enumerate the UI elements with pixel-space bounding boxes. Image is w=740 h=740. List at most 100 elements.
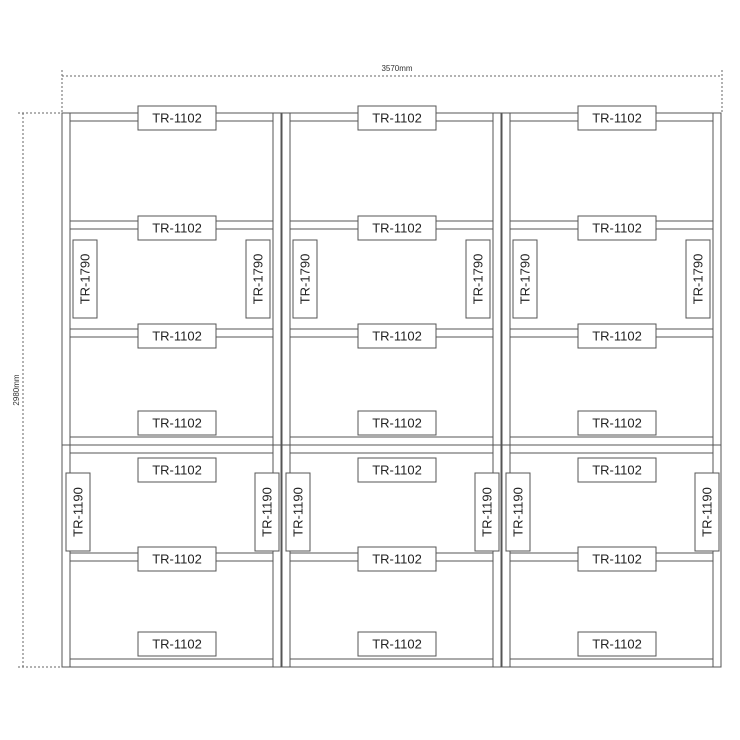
label-text: TR-1102 xyxy=(152,416,202,431)
label-text: TR-1102 xyxy=(152,111,202,126)
post-label: TR-1790 xyxy=(72,239,98,319)
label-box xyxy=(285,472,311,552)
label-text: TR-1102 xyxy=(372,637,422,652)
label-text: TR-1102 xyxy=(152,637,202,652)
label-text: TR-1790 xyxy=(471,254,486,305)
label-text: TR-1102 xyxy=(152,221,202,236)
label-text: TR-1102 xyxy=(592,221,642,236)
post-label: TR-1190 xyxy=(65,472,91,552)
label-box xyxy=(137,546,217,572)
post-label: TR-1190 xyxy=(505,472,531,552)
label-box xyxy=(137,215,217,241)
post-label: TR-1190 xyxy=(474,472,500,552)
label-text: TR-1190 xyxy=(291,487,306,537)
post-label: TR-1190 xyxy=(254,472,280,552)
label-box xyxy=(577,546,657,572)
post-label: TR-1790 xyxy=(512,239,538,319)
rail-label: TR-1102 xyxy=(137,410,217,436)
label-text: TR-1102 xyxy=(152,463,202,478)
post-label: TR-1190 xyxy=(285,472,311,552)
width-label: 3570mm xyxy=(381,64,412,73)
rail-label: TR-1102 xyxy=(137,215,217,241)
label-box xyxy=(357,631,437,657)
label-text: TR-1102 xyxy=(372,221,422,236)
rail xyxy=(509,658,714,668)
rail-label: TR-1102 xyxy=(577,105,657,131)
label-text: TR-1102 xyxy=(152,552,202,567)
rail xyxy=(509,436,714,446)
label-text: TR-1790 xyxy=(251,254,266,305)
label-box xyxy=(357,323,437,349)
label-box xyxy=(694,472,720,552)
label-box xyxy=(137,457,217,483)
height-dimension: 2980mm xyxy=(12,112,62,668)
rail-label: TR-1102 xyxy=(577,323,657,349)
label-box xyxy=(474,472,500,552)
label-box xyxy=(577,410,657,436)
rail-label: TR-1102 xyxy=(137,105,217,131)
rail xyxy=(289,444,494,454)
right-post xyxy=(492,112,502,668)
label-text: TR-1102 xyxy=(372,111,422,126)
label-box xyxy=(577,323,657,349)
label-box xyxy=(137,631,217,657)
label-box xyxy=(577,457,657,483)
rail-label: TR-1102 xyxy=(137,323,217,349)
post-label: TR-1790 xyxy=(292,239,318,319)
label-box xyxy=(577,105,657,131)
rail-label: TR-1102 xyxy=(357,631,437,657)
label-text: TR-1790 xyxy=(298,254,313,305)
label-box xyxy=(512,239,538,319)
right-post xyxy=(712,112,722,668)
label-box xyxy=(72,239,98,319)
left-post xyxy=(281,112,291,668)
label-box xyxy=(137,323,217,349)
module-2: TR-1102TR-1102TR-1102TR-1102TR-1102TR-11… xyxy=(281,105,502,668)
rail-label: TR-1102 xyxy=(137,546,217,572)
label-box xyxy=(292,239,318,319)
rail-label: TR-1102 xyxy=(357,546,437,572)
post-label: TR-1190 xyxy=(694,472,720,552)
module-1: TR-1102TR-1102TR-1102TR-1102TR-1102TR-11… xyxy=(61,105,282,668)
label-text: TR-1102 xyxy=(372,463,422,478)
height-label: 2980mm xyxy=(12,374,21,405)
rail-label: TR-1102 xyxy=(357,410,437,436)
label-box xyxy=(357,105,437,131)
label-box xyxy=(685,239,711,319)
post-label: TR-1790 xyxy=(465,239,491,319)
rail-label: TR-1102 xyxy=(357,323,437,349)
label-text: TR-1190 xyxy=(511,487,526,537)
label-box xyxy=(137,410,217,436)
label-box xyxy=(357,215,437,241)
label-text: TR-1190 xyxy=(71,487,86,537)
label-box xyxy=(577,215,657,241)
label-text: TR-1102 xyxy=(592,416,642,431)
rail-label: TR-1102 xyxy=(357,105,437,131)
post-label: TR-1790 xyxy=(685,239,711,319)
label-text: TR-1102 xyxy=(592,111,642,126)
label-box xyxy=(577,631,657,657)
label-text: TR-1102 xyxy=(592,637,642,652)
label-box xyxy=(245,239,271,319)
rail-label: TR-1102 xyxy=(137,631,217,657)
rail xyxy=(69,444,274,454)
left-post xyxy=(61,112,71,668)
label-text: TR-1190 xyxy=(260,487,275,537)
label-box xyxy=(65,472,91,552)
rail-label: TR-1102 xyxy=(577,631,657,657)
label-text: TR-1102 xyxy=(372,329,422,344)
rail-label: TR-1102 xyxy=(577,457,657,483)
rail-label: TR-1102 xyxy=(577,410,657,436)
module-3: TR-1102TR-1102TR-1102TR-1102TR-1102TR-11… xyxy=(501,105,722,668)
label-box xyxy=(357,410,437,436)
label-box xyxy=(357,457,437,483)
label-text: TR-1102 xyxy=(592,552,642,567)
label-text: TR-1190 xyxy=(480,487,495,537)
label-text: TR-1790 xyxy=(518,254,533,305)
rail xyxy=(69,658,274,668)
right-post xyxy=(272,112,282,668)
rail xyxy=(289,658,494,668)
rail-label: TR-1102 xyxy=(357,457,437,483)
label-box xyxy=(357,546,437,572)
